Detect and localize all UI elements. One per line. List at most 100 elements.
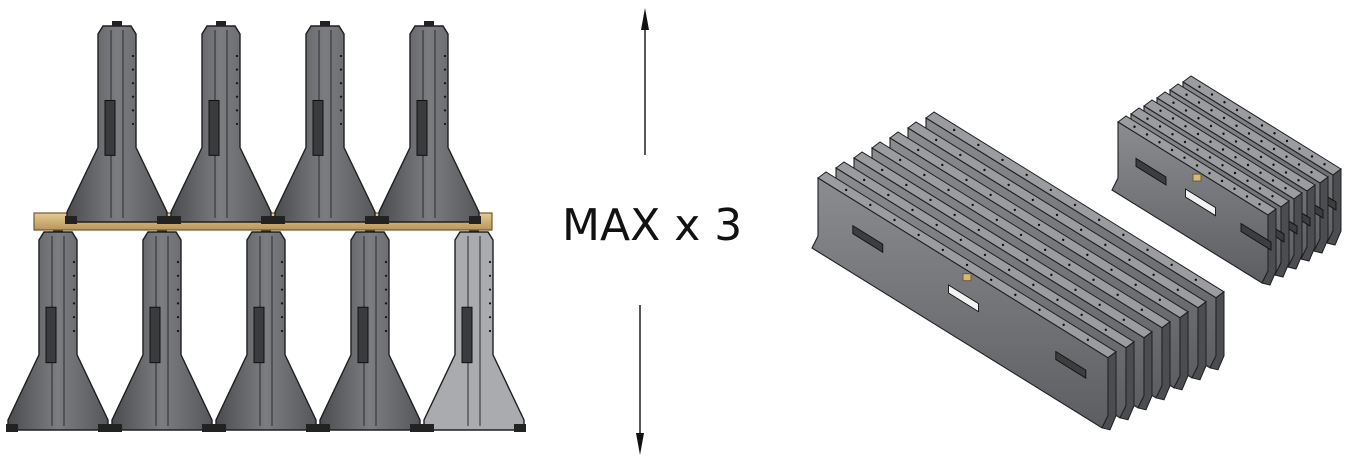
small-stack-bolt xyxy=(1171,117,1175,120)
small-stack-bolt xyxy=(1221,148,1225,151)
large-stack-bolt xyxy=(977,228,981,232)
large-stack-bolt xyxy=(952,128,956,132)
small-stack-bolt xyxy=(1158,141,1161,144)
bottom-tier-barrier-foot xyxy=(514,424,526,432)
large-stack-bolt xyxy=(989,193,992,197)
small-stack-bolt xyxy=(1210,109,1213,112)
large-stack-bolt xyxy=(1031,198,1035,202)
large-stack-bolt xyxy=(1032,283,1035,287)
small-stack-bolt xyxy=(1310,171,1313,174)
large-stack-bolt xyxy=(887,193,890,197)
bottom-tier-barrier-bolt xyxy=(488,329,492,333)
large-stack-bolt xyxy=(1001,158,1004,162)
bottom-tier-barrier-bolt xyxy=(176,302,180,305)
small-stack-bolt xyxy=(1146,117,1149,120)
bottom-tier-barrier-bolt xyxy=(488,316,492,319)
small-stack-bolt xyxy=(1208,172,1211,175)
top-tier-barrier-slot xyxy=(208,99,220,156)
bottom-tier-barrier xyxy=(110,227,214,432)
large-stack-slot xyxy=(948,284,979,313)
arrow-up-head xyxy=(641,8,649,30)
small-stack-bolt xyxy=(1210,93,1214,96)
top-tier-barrier-bolt xyxy=(339,95,343,98)
large-stack-bolt xyxy=(1014,293,1017,297)
bottom-tier-barrier-bolt xyxy=(280,302,284,305)
large-stack-bolt xyxy=(1037,223,1041,227)
large-stack-bolt xyxy=(1194,278,1198,282)
small-stack-bolt xyxy=(1284,171,1288,174)
bottom-tier-barrier xyxy=(214,227,318,432)
small-stack-bolt xyxy=(1145,133,1149,136)
large-stack-bolt xyxy=(953,213,956,217)
bottom-tier-barrier xyxy=(318,227,422,432)
small-stack-bolt xyxy=(1260,124,1264,127)
bottom-tier-barrier-bolt xyxy=(488,274,492,277)
large-stack-bolt xyxy=(1086,338,1090,342)
top-tier-barrier-bolt xyxy=(131,68,135,71)
large-stack-bolt xyxy=(1025,258,1029,262)
small-stack-bolt xyxy=(1310,155,1314,158)
large-stack-bolt xyxy=(935,223,938,227)
small-stack-bolt xyxy=(1208,156,1212,159)
small-stack-bolt xyxy=(1222,116,1226,120)
bottom-tier-barrier-bolt xyxy=(488,288,492,291)
bottom-tier-barrier-bolt xyxy=(488,260,492,264)
top-tier-barrier-slot xyxy=(104,99,116,156)
large-stack-bolt xyxy=(1116,293,1119,297)
top-tier-barrier xyxy=(169,21,273,224)
large-stack-bolt xyxy=(1146,248,1149,252)
large-stack-bolt xyxy=(893,218,896,222)
top-tier-barrier-bolt xyxy=(443,122,447,126)
bottom-tier-barrier-bolt xyxy=(280,316,284,319)
large-stack-bolt xyxy=(965,178,968,182)
bottom-tier-barrier xyxy=(6,227,110,432)
top-tier-barrier-bolt xyxy=(339,82,343,85)
large-stack-row-end xyxy=(1155,320,1171,401)
large-stack-bolt xyxy=(1061,238,1065,242)
small-stack-slot xyxy=(1135,157,1167,186)
bottom-tier-barrier-bolt xyxy=(280,260,284,264)
large-stack-bolt xyxy=(934,138,938,142)
small-stack-bolt xyxy=(1271,179,1275,182)
large-stack-bolt xyxy=(1104,243,1107,247)
large-stack-bolt xyxy=(862,178,866,182)
small-stack-bolt xyxy=(1271,195,1274,198)
small-stack-bolt xyxy=(1185,93,1188,96)
large-stack-bolt xyxy=(1092,278,1095,282)
large-stack-bolt xyxy=(1140,308,1144,312)
large-stack-row-end xyxy=(1191,300,1207,381)
large-stack-bolt xyxy=(995,218,999,222)
large-stack-bolt xyxy=(959,238,963,242)
bottom-tier-barrier-bolt xyxy=(176,260,180,264)
top-tier-barrier-foot xyxy=(273,216,285,224)
large-stack-bolt xyxy=(1049,188,1053,192)
large-stack-plank-block xyxy=(962,273,972,282)
bottom-tier-barrier-foot xyxy=(202,424,214,432)
top-tier-barrier-bolt xyxy=(131,122,135,126)
top-tier-barrier-foot xyxy=(169,216,181,224)
small-stack-bolt xyxy=(1221,164,1224,167)
large-stack-slot xyxy=(1055,350,1087,379)
large-stack-bolt xyxy=(983,168,986,172)
bottom-tier-barrier-foot xyxy=(306,424,318,432)
large-stack-bolt xyxy=(898,158,902,162)
bottom-tier-barrier-foot xyxy=(214,424,226,432)
large-stack-bolt xyxy=(1080,313,1083,317)
large-stack-bolt xyxy=(1025,173,1028,177)
large-stack-bolt xyxy=(1098,303,1101,307)
bottom-tier-barrier-foot xyxy=(98,424,110,432)
small-stack-bolt xyxy=(1220,179,1224,183)
small-stack-bolt xyxy=(1298,147,1301,150)
small-stack-bolt xyxy=(1235,124,1238,127)
small-stack-bolt xyxy=(1259,155,1263,159)
bottom-tier-barrier-bolt xyxy=(176,316,180,319)
bottom-tier-barrier-body xyxy=(7,231,109,431)
bottom-tier-barrier-body xyxy=(423,231,525,431)
small-stack-bolt xyxy=(1245,195,1249,198)
large-stack-bolt xyxy=(1073,203,1077,207)
top-tier-barrier-body xyxy=(170,25,272,223)
bottom-tier-barrier-body xyxy=(319,231,421,431)
large-stack-bolt xyxy=(869,203,872,207)
top-tier-barrier-foot xyxy=(377,216,389,224)
top-tier-barrier-body xyxy=(274,25,376,223)
